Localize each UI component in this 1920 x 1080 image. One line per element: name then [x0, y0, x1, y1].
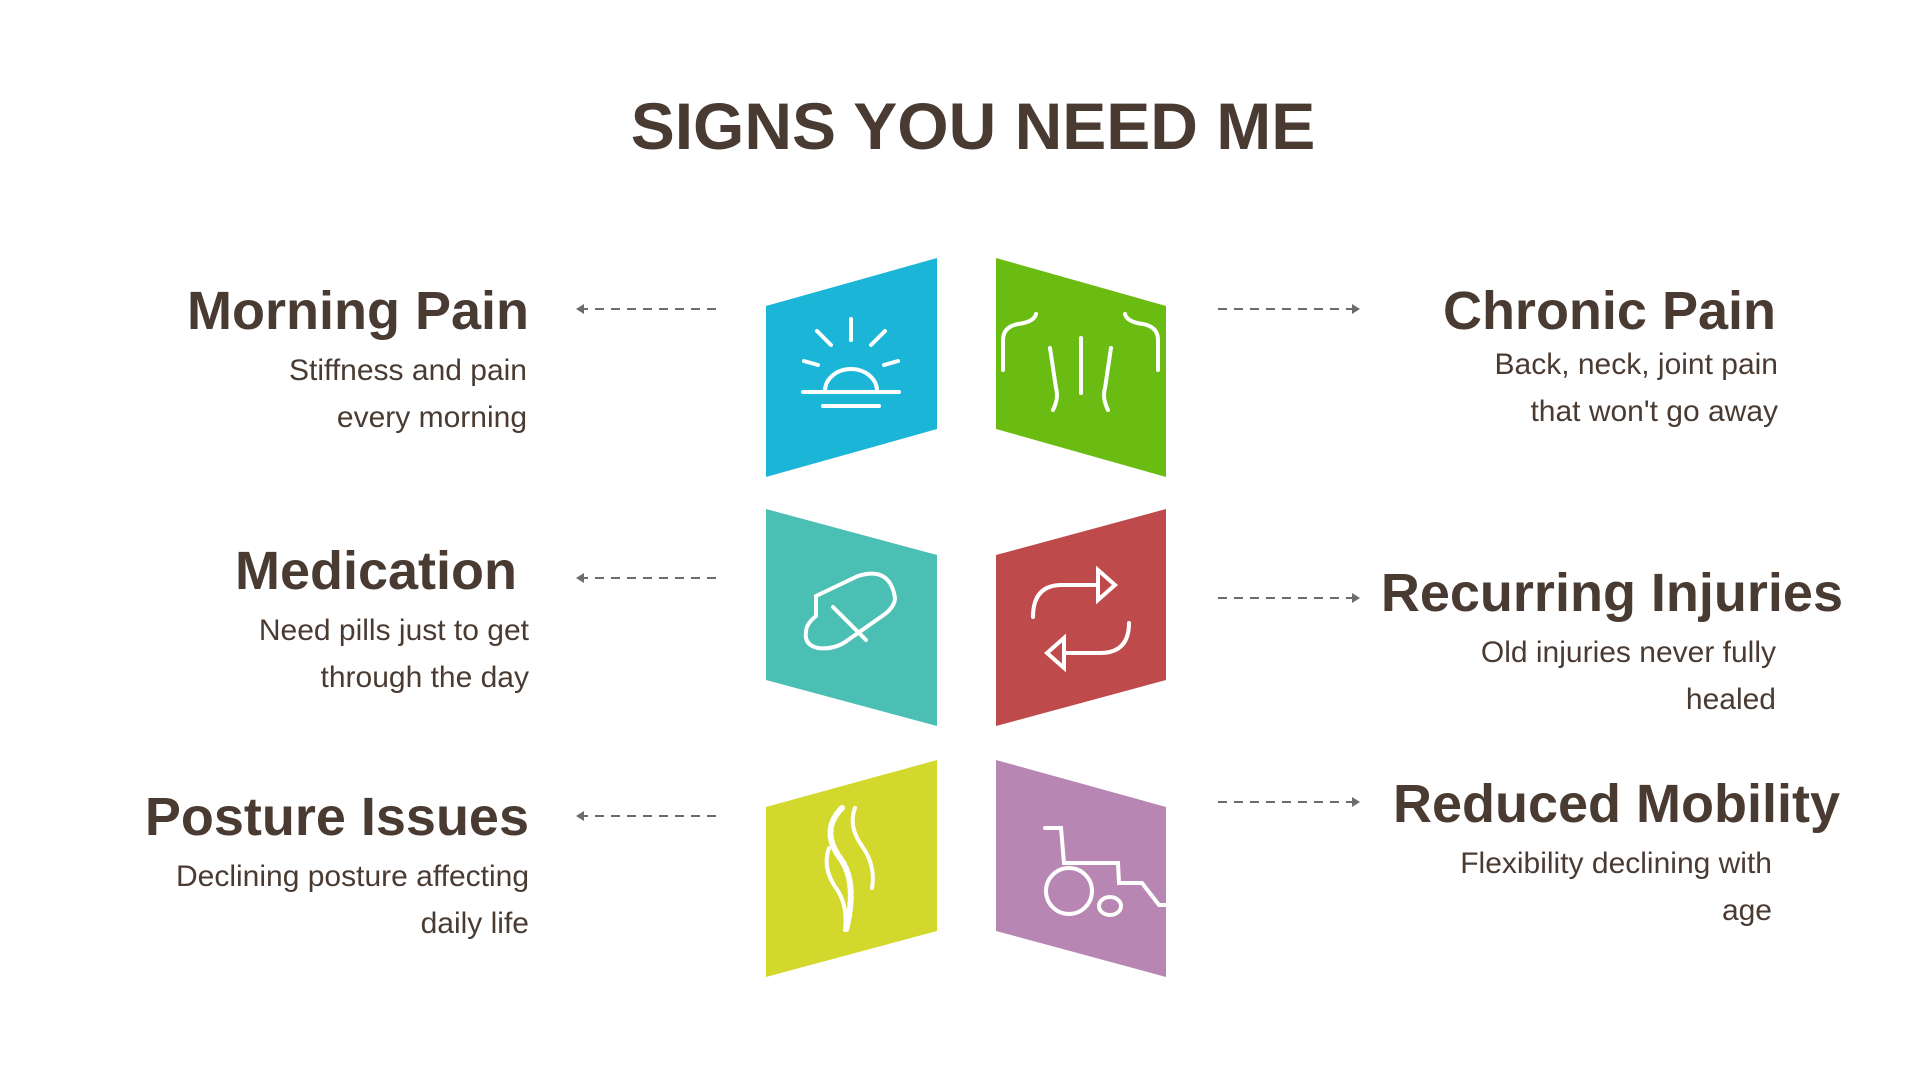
sign-description: Flexibility declining with age	[1460, 847, 1772, 927]
arrowhead-icon	[576, 811, 584, 821]
sign-description: Back, neck, joint pain that won't go awa…	[1494, 348, 1779, 428]
sign-description: Stiffness and pain every morning	[289, 354, 527, 434]
arrowhead-icon	[1352, 797, 1360, 807]
sign-title: Medication	[234, 541, 517, 601]
arrowhead-icon	[576, 304, 584, 314]
sunrise-icon	[801, 317, 901, 408]
arrowhead-icon	[576, 573, 584, 583]
tile-posture-issues	[766, 760, 937, 977]
tile-recurring-injuries	[996, 509, 1166, 726]
sign-title: Recurring Injuries	[1380, 563, 1843, 623]
repeat-arrows-icon	[1031, 565, 1131, 673]
sign-morning-pain: Morning Pain Stiffness and pain every mo…	[187, 281, 529, 441]
sign-recurring-injuries: Recurring Injuries Old injuries never fu…	[1381, 563, 1843, 723]
spine-icon	[824, 805, 875, 933]
sign-description: Declining posture affecting daily life	[176, 860, 529, 940]
page-title: SIGNS YOU NEED ME	[630, 89, 1316, 163]
sign-posture-issues: Posture Issues Declining posture affecti…	[145, 787, 529, 947]
sign-title: Reduced Mobility	[1392, 774, 1840, 834]
sign-medication: Medication Need pills just to get throug…	[235, 541, 529, 701]
pill-icon	[803, 571, 898, 651]
wheelchair-icon	[1043, 826, 1174, 917]
tile-reduced-mobility	[996, 760, 1166, 977]
arrowhead-icon	[1352, 593, 1360, 603]
back-body-icon	[1001, 312, 1160, 412]
sign-reduced-mobility: Reduced Mobility Flexibility declining w…	[1393, 774, 1840, 934]
sign-description: Old injuries never fully healed	[1480, 636, 1776, 716]
sign-title: Chronic Pain	[1442, 281, 1776, 341]
arrowhead-icon	[1352, 304, 1360, 314]
sign-title: Morning Pain	[187, 281, 529, 341]
sign-title: Posture Issues	[144, 787, 529, 847]
sign-chronic-pain: Chronic Pain Back, neck, joint pain that…	[1442, 281, 1779, 435]
tile-medication	[766, 509, 937, 726]
sign-description: Need pills just to get through the day	[258, 614, 529, 694]
